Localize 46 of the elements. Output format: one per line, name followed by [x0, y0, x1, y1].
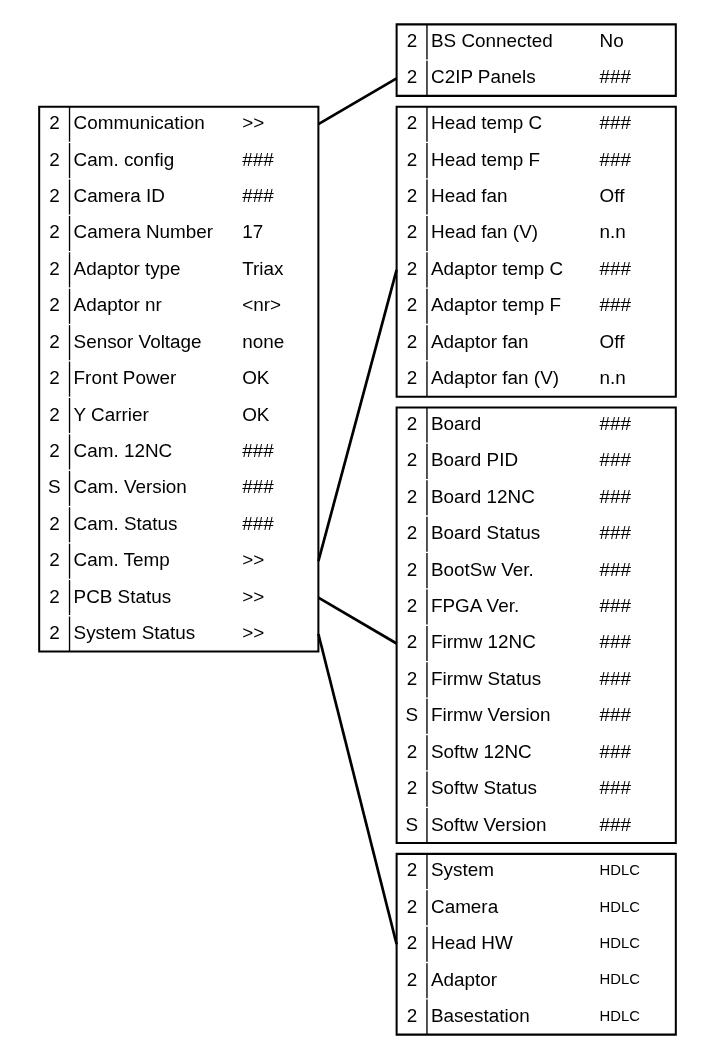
- node-text: 2 FPGA Ver. ###: [406, 595, 631, 617]
- node-text: 2 Board PID ###: [406, 449, 631, 471]
- node-text: 2 Cam. Temp >>: [48, 549, 264, 571]
- node-text: 2 Head HW HDLC: [406, 932, 640, 954]
- node-text: 2 Head fan Off: [406, 185, 624, 207]
- connector: [317, 596, 397, 645]
- node-text: 2 Front Power OK: [48, 367, 269, 389]
- node-text: 2 Camera HDLC: [406, 895, 640, 917]
- node-text: 2 Adaptor type Triax: [48, 257, 283, 279]
- node-text: 2 Adaptor fan (V) n.n: [406, 367, 626, 389]
- node-text: 2 BootSw Ver. ###: [406, 558, 631, 580]
- node-text: 2 PCB Status >>: [48, 585, 264, 607]
- connector: [316, 633, 398, 945]
- connector: [316, 269, 398, 562]
- node-text: 2 Head temp F ###: [406, 148, 631, 170]
- node-text: 2 Board ###: [406, 412, 631, 434]
- node-text: 2 Cam. 12NC ###: [48, 439, 274, 461]
- node-text: 2 Firmw Status ###: [406, 667, 631, 689]
- node-text: 2 Firmw 12NC ###: [406, 631, 631, 653]
- node-text: 2 Cam. config ###: [48, 148, 274, 170]
- node-text: S Cam. Version ###: [47, 476, 274, 498]
- node-text: 2 Softw 12NC ###: [406, 740, 631, 762]
- node-text: S Softw Version ###: [404, 813, 631, 835]
- node-text: 2 Head temp C ###: [406, 112, 631, 134]
- node-text: 2 Adaptor temp C ###: [406, 257, 631, 279]
- node-text: 2 Basestation HDLC: [406, 1005, 640, 1027]
- node-text: 2 Camera ID ###: [48, 185, 274, 207]
- node-text: 2 BS Connected No: [406, 29, 624, 51]
- node-text: 2 Y Carrier OK: [48, 403, 269, 425]
- node-text: 2 C2IP Panels ###: [406, 66, 631, 88]
- node-text: 2 Adaptor fan Off: [406, 330, 624, 352]
- node-text: S Firmw Version ###: [404, 704, 631, 726]
- node-text: 2 System HDLC: [406, 859, 640, 881]
- node-text: 2 Adaptor nr <nr>: [48, 294, 281, 316]
- node-text: 2 Adaptor HDLC: [406, 968, 640, 990]
- node-text: 2 System Status >>: [48, 622, 264, 644]
- connector: [317, 77, 397, 126]
- node-text: 2 Adaptor temp F ###: [406, 294, 631, 316]
- node-text: 2 Head fan (V) n.n: [406, 221, 626, 243]
- node-text: 2 Cam. Status ###: [48, 512, 274, 534]
- node-text: 2 Communication >>: [48, 112, 264, 134]
- node-text: 2 Board Status ###: [406, 522, 631, 544]
- node-text: 2 Board 12NC ###: [406, 485, 631, 507]
- node-text: 2 Camera Number 17: [48, 221, 263, 243]
- node-text: 2 Softw Status ###: [406, 777, 631, 799]
- node-text: 2 Sensor Voltage none: [48, 330, 284, 352]
